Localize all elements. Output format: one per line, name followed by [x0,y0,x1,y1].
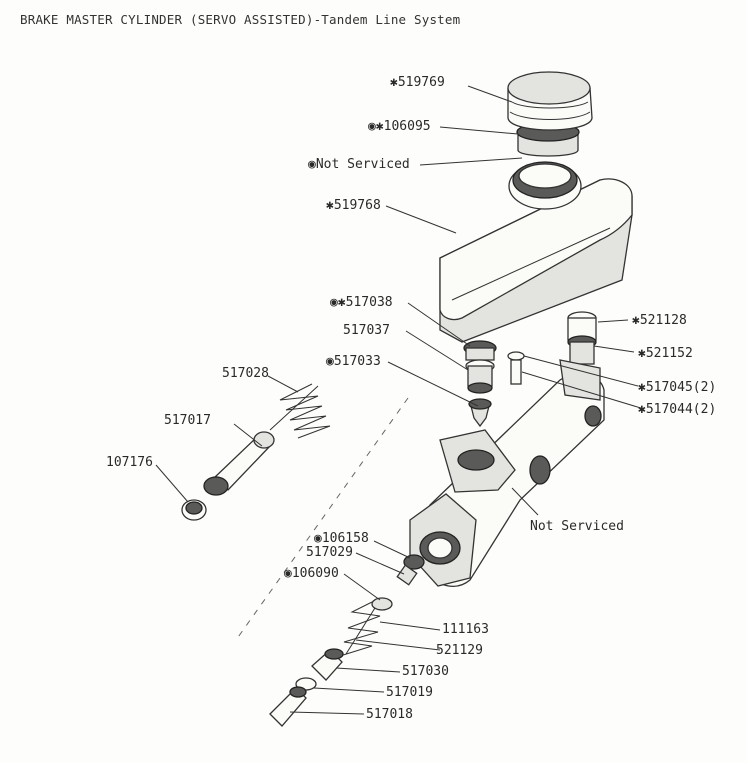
assembly-axis-line [235,397,409,641]
piston-517017 [203,431,275,496]
seal-517037 [465,359,495,394]
callout-517029: 517029 [306,545,353,560]
callout-517030: 517030 [402,664,449,679]
callout-106158: ◉106158 [314,531,369,546]
callout-521152: ✱521152 [638,346,693,361]
callout-517018: 517018 [366,707,413,722]
callout-517017: 517017 [164,413,211,428]
retainer-111163 [371,597,393,611]
piston-517029 [396,564,418,586]
callout-106095: ◉✱106095 [368,119,431,134]
sleeve-517030 [311,648,344,681]
spring-521129 [339,599,381,657]
callout-111163: 111163 [442,622,489,637]
callout-107176: 107176 [106,455,153,470]
callout-517045: ✱517045(2) [638,380,717,395]
reservoir-body [439,161,633,343]
screw-517044 [507,351,525,385]
leader-lines [155,85,645,715]
callout-not-serviced-top: ◉Not Serviced [308,157,410,172]
callout-521129: 521129 [436,643,483,658]
reservoir-cap [507,71,593,131]
callout-517037: 517037 [343,323,390,338]
callout-517028: 517028 [222,366,269,381]
valve-517033 [468,398,492,428]
callout-not-serviced-body: Not Serviced [530,519,624,534]
callout-521128: ✱521128 [632,313,687,328]
callout-517033: ◉517033 [326,354,381,369]
seal-107176 [181,499,207,521]
callout-517038: ◉✱517038 [330,295,393,310]
piston-517018 [269,686,307,727]
callout-519769: ✱519769 [390,75,445,90]
callout-519768: ✱519768 [326,198,381,213]
callout-517019: 517019 [386,685,433,700]
master-cylinder-body [409,359,605,587]
outlet-seal-517038 [463,340,497,361]
callout-517044: ✱517044(2) [638,402,717,417]
outlet-adaptor-521128 [567,311,597,365]
spring-517028 [269,383,331,439]
callout-106090: ◉106090 [284,566,339,581]
seal-106158 [403,554,425,570]
diagram-title: BRAKE MASTER CYLINDER (SERVO ASSISTED)-T… [20,12,461,27]
